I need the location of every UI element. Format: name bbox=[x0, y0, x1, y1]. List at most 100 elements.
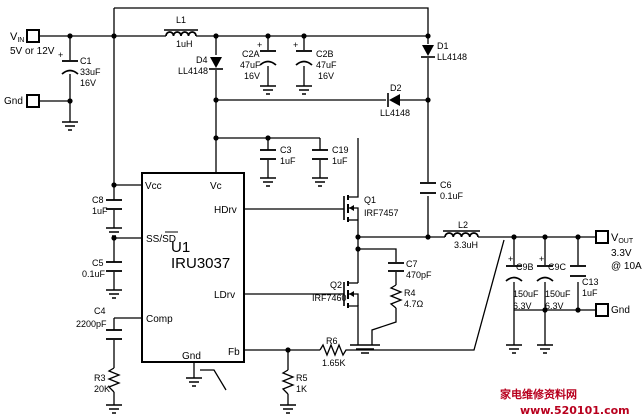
c2b-capacitor: + bbox=[293, 40, 313, 66]
l2-ref: L2 bbox=[458, 220, 468, 230]
c2a-ref: C2A bbox=[242, 49, 260, 59]
l1-ref: L1 bbox=[176, 15, 186, 25]
q2-value: IRF7460 bbox=[312, 293, 347, 303]
c8-ref: C8 bbox=[92, 195, 104, 205]
vout-label: VOUT bbox=[611, 232, 634, 245]
r3-ref: R3 bbox=[94, 373, 106, 383]
vin-value: 5V or 12V bbox=[10, 46, 55, 57]
vout-current: @ 10A bbox=[611, 261, 642, 272]
c9b-capacitor: + bbox=[505, 254, 523, 282]
c2b-value: 47uF bbox=[316, 60, 337, 70]
l2-inductor bbox=[443, 230, 480, 238]
l1-inductor bbox=[164, 29, 198, 37]
c1-capacitor: + bbox=[58, 50, 79, 75]
c8-value: 1uF bbox=[92, 206, 108, 216]
c2a-voltage: 16V bbox=[244, 71, 260, 81]
l1-value: 1uH bbox=[176, 39, 193, 49]
svg-text:+: + bbox=[58, 50, 63, 60]
pin-gnd: Gnd bbox=[182, 351, 201, 362]
svg-text:+: + bbox=[539, 254, 544, 264]
d2-value: LL4148 bbox=[380, 108, 410, 118]
c6-ref: C6 bbox=[440, 180, 452, 190]
ground-symbols bbox=[62, 85, 553, 414]
d4-ref: D4 bbox=[196, 55, 208, 65]
c3-value: 1uF bbox=[280, 156, 296, 166]
q2-ref: Q2 bbox=[330, 280, 342, 290]
c1-ref: C1 bbox=[80, 56, 92, 66]
c19-capacitor bbox=[312, 149, 328, 160]
c7-ref: C7 bbox=[406, 259, 418, 269]
svg-text:+: + bbox=[508, 254, 513, 264]
d1-diode bbox=[421, 45, 435, 58]
c4-value: 2200pF bbox=[76, 319, 107, 329]
c9c-capacitor: + bbox=[536, 254, 554, 282]
c2a-value: 47uF bbox=[240, 60, 261, 70]
r4-value: 4.7Ω bbox=[404, 299, 424, 309]
vout-port bbox=[595, 230, 609, 244]
u1-chip-body bbox=[141, 172, 245, 363]
c9c-voltage: 6.3V bbox=[545, 301, 564, 311]
pin-vcc: Vcc bbox=[145, 181, 162, 192]
r6-resistor bbox=[319, 343, 348, 357]
c9b-value: 150uF bbox=[513, 289, 539, 299]
c1-voltage: 16V bbox=[80, 78, 96, 88]
u1-name: U1 bbox=[171, 239, 190, 256]
c7-capacitor bbox=[388, 262, 404, 272]
c6-capacitor bbox=[420, 182, 436, 194]
d2-ref: D2 bbox=[390, 83, 402, 93]
c7-value: 470pF bbox=[406, 270, 432, 280]
pin-ss-sd: SS/SD bbox=[146, 234, 176, 245]
r5-value: 1K bbox=[296, 384, 307, 394]
u1-part: IRU3037 bbox=[171, 255, 230, 272]
d1-ref: D1 bbox=[437, 41, 449, 51]
watermark-url: www.520101.com bbox=[520, 404, 630, 417]
r4-ref: R4 bbox=[404, 288, 416, 298]
c3-capacitor bbox=[260, 149, 276, 160]
d2-diode bbox=[387, 93, 400, 107]
q1-ref: Q1 bbox=[364, 195, 376, 205]
c9b-ref: C9B bbox=[516, 262, 534, 272]
d1-value: LL4148 bbox=[437, 52, 467, 62]
pin-ldrv: LDrv bbox=[214, 290, 235, 301]
r3-value: 20K bbox=[94, 384, 110, 394]
c5-capacitor bbox=[106, 261, 122, 272]
gnd-out-label: Gnd bbox=[611, 305, 630, 316]
c5-ref: C5 bbox=[92, 258, 104, 268]
c19-ref: C19 bbox=[332, 145, 349, 155]
c5-value: 0.1uF bbox=[82, 269, 106, 279]
svg-text:+: + bbox=[257, 40, 262, 50]
c6-value: 0.1uF bbox=[440, 191, 464, 201]
vin-port bbox=[26, 29, 40, 43]
c4-capacitor bbox=[106, 329, 122, 340]
c9c-ref: C9C bbox=[548, 262, 567, 272]
c1-value: 33uF bbox=[80, 67, 101, 77]
pin-fb: Fb bbox=[228, 347, 240, 358]
vout-voltage: 3.3V bbox=[611, 248, 632, 259]
c4-ref: C4 bbox=[94, 306, 106, 316]
q1-mosfet bbox=[340, 193, 359, 222]
pin-comp: Comp bbox=[146, 314, 173, 325]
watermark-title: 家电维修资料网 bbox=[500, 387, 577, 401]
c2b-ref: C2B bbox=[316, 49, 334, 59]
d4-diode bbox=[209, 57, 223, 70]
q2-mosfet bbox=[340, 281, 359, 310]
c13-value: 1uF bbox=[582, 288, 598, 298]
r6-value: 1.65K bbox=[322, 358, 346, 368]
pin-vc: Vc bbox=[210, 181, 222, 192]
vin-label: VIN bbox=[10, 31, 24, 44]
c9b-voltage: 6.3V bbox=[513, 301, 532, 311]
r5-resistor bbox=[281, 369, 295, 395]
c9c-value: 150uF bbox=[545, 289, 571, 299]
gnd-out-port bbox=[595, 303, 609, 317]
r5-ref: R5 bbox=[296, 373, 308, 383]
pin-hdrv: HDrv bbox=[214, 205, 237, 216]
q1-value: IRF7457 bbox=[364, 208, 399, 218]
c8-capacitor bbox=[106, 199, 122, 210]
l2-value: 3.3uH bbox=[454, 240, 478, 250]
r6-ref: R6 bbox=[326, 336, 338, 346]
c13-capacitor bbox=[570, 265, 586, 277]
d4-value: LL4148 bbox=[178, 66, 208, 76]
r4-resistor bbox=[389, 284, 403, 309]
